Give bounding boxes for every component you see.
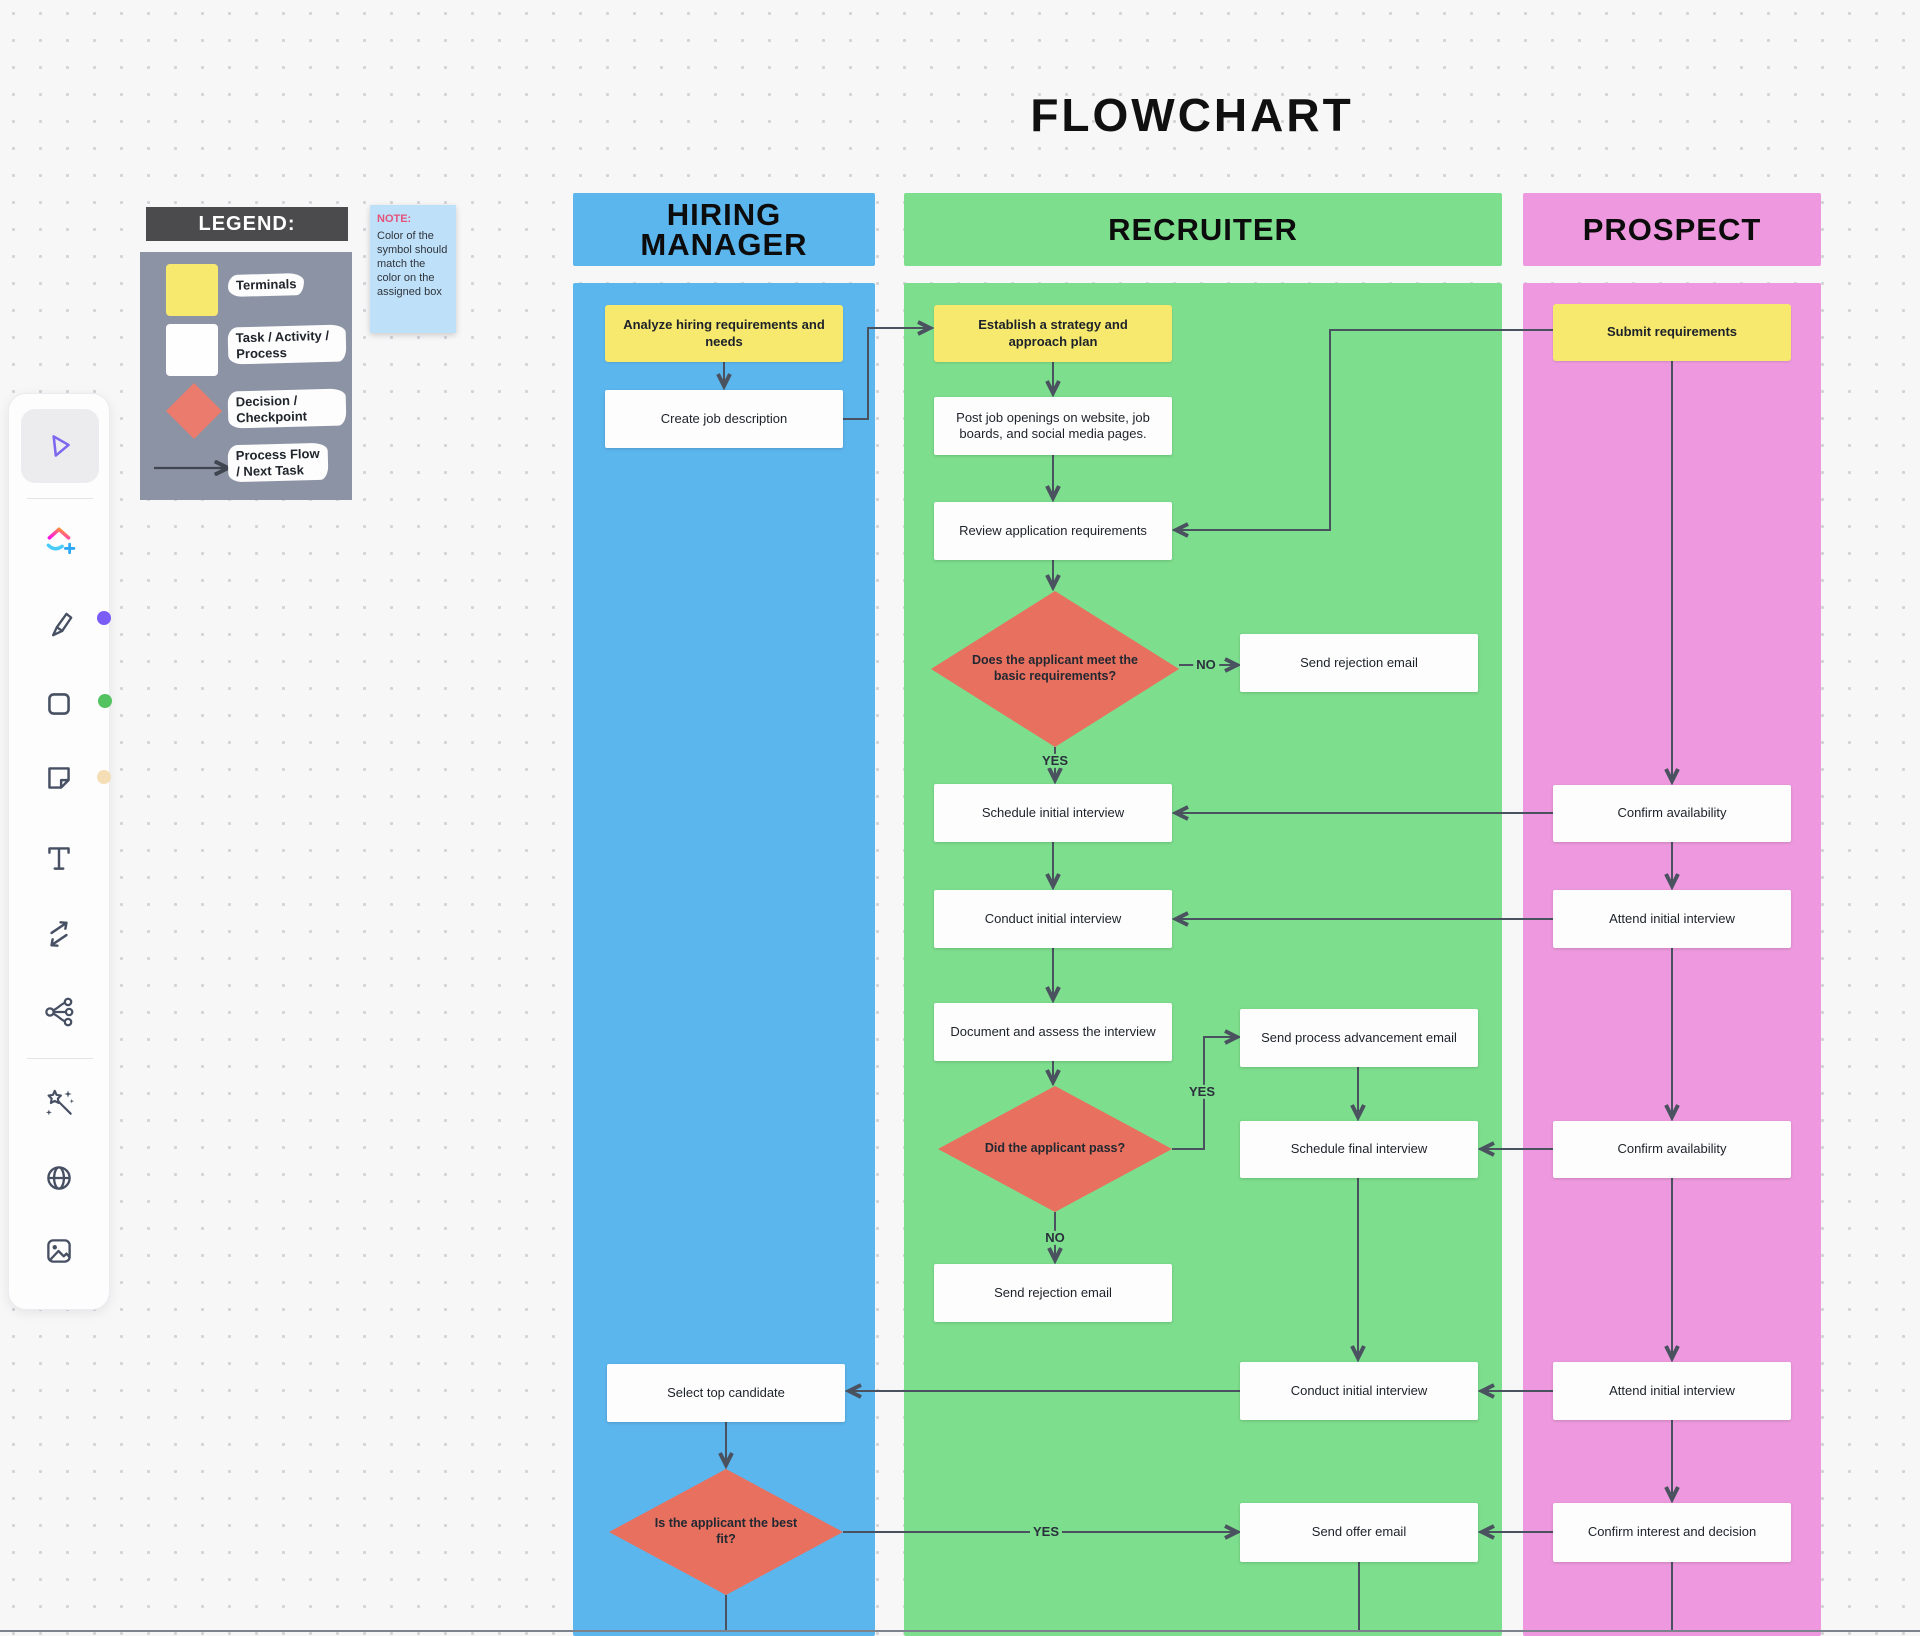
flow-node-schedule-final-interview[interactable]: Schedule final interview	[1240, 1121, 1478, 1178]
marker-color-dot[interactable]	[97, 611, 111, 625]
note-heading: NOTE:	[377, 213, 412, 225]
flow-node-meets-requirements-decision[interactable]: Does the applicant meet the basic requir…	[931, 591, 1179, 747]
edge-label-yes[interactable]: YES	[1038, 753, 1072, 769]
text-tool-icon[interactable]	[39, 838, 79, 878]
magic-wand-icon[interactable]	[39, 1082, 79, 1122]
flow-node-document-assess[interactable]: Document and assess the interview	[934, 1003, 1172, 1061]
lane-header-recruiter[interactable]: RECRUITER	[904, 193, 1502, 266]
node-label: Conduct initial interview	[1290, 1382, 1428, 1398]
legend-header[interactable]: LEGEND:	[146, 207, 348, 241]
edge-label-no[interactable]: NO	[1042, 1230, 1068, 1246]
marker-icon[interactable]	[39, 604, 79, 644]
flow-node-analyze-requirements[interactable]: Analyze hiring requirements and needs	[605, 305, 843, 362]
node-label: Confirm interest and decision	[1587, 1524, 1757, 1540]
sticky-color-dot[interactable]	[97, 770, 111, 784]
node-label: Document and assess the interview	[950, 1023, 1156, 1039]
flow-node-send-rejection-email-2[interactable]: Send rejection email	[934, 1264, 1172, 1322]
whiteboard-toolbar	[8, 393, 110, 1310]
legend-panel[interactable]: Terminals Task / Activity / Process Deci…	[140, 252, 352, 500]
edge-createjob-establish	[843, 328, 930, 420]
lane-header-label: PROSPECT	[1582, 211, 1762, 247]
legend-label-flow: Process Flow / Next Task	[227, 442, 329, 483]
mind-map-icon[interactable]	[39, 992, 79, 1032]
edge-submitreq-review	[1176, 329, 1553, 530]
edge-label-no[interactable]: NO	[1193, 657, 1219, 673]
flow-node-review-application[interactable]: Review application requirements	[934, 502, 1172, 560]
lane-header-prospect[interactable]: PROSPECT	[1523, 193, 1821, 266]
flow-node-send-rejection-email-1[interactable]: Send rejection email	[1240, 634, 1478, 692]
node-label: Send process advancement email	[1261, 1029, 1457, 1045]
flow-node-send-offer-email[interactable]: Send offer email	[1240, 1503, 1478, 1562]
clickup-ai-icon[interactable]	[39, 521, 79, 561]
lane-header-hiring-manager[interactable]: HIRING MANAGER	[573, 193, 875, 266]
flow-node-best-fit-decision[interactable]: Is the applicant the best fit?	[609, 1469, 843, 1595]
flow-node-create-job-description[interactable]: Create job description	[605, 390, 843, 448]
node-label: Select top candidate	[667, 1384, 785, 1400]
edge-label-yes[interactable]: YES	[1185, 1084, 1219, 1100]
node-label: Is the applicant the best fit?	[654, 1516, 798, 1546]
node-label: Send rejection email	[1300, 654, 1418, 670]
note-body: Color of the symbol should match the col…	[377, 230, 448, 299]
node-label: Review application requirements	[959, 522, 1147, 538]
flow-node-confirm-interest[interactable]: Confirm interest and decision	[1553, 1503, 1791, 1562]
node-label: Schedule final interview	[1290, 1141, 1428, 1157]
edge-label-yes[interactable]: YES	[1029, 1524, 1063, 1540]
flow-node-post-job-openings[interactable]: Post job openings on website, job boards…	[934, 397, 1172, 455]
legend-flow-arrow	[154, 460, 238, 476]
legend-decision-swatch	[166, 383, 222, 439]
node-label: Did the applicant pass?	[984, 1141, 1126, 1156]
node-label: Analyze hiring requirements and needs	[623, 317, 825, 349]
node-label: Establish a strategy and approach plan	[978, 317, 1128, 349]
lane-header-label: HIRING MANAGER	[640, 197, 808, 262]
sticky-note-icon[interactable]	[39, 758, 79, 798]
toolbar-divider	[27, 1058, 93, 1059]
node-label: Create job description	[660, 410, 788, 426]
flow-node-attend-initial-interview-1[interactable]: Attend initial interview	[1553, 890, 1791, 948]
connector-arrows-icon[interactable]	[39, 914, 79, 954]
image-icon[interactable]	[39, 1231, 79, 1271]
legend-label-process: Task / Activity / Process	[227, 324, 347, 365]
node-label: Does the applicant meet the basic requir…	[971, 653, 1138, 683]
flow-node-did-pass-decision[interactable]: Did the applicant pass?	[938, 1086, 1172, 1212]
canvas-bottom-edge	[0, 1630, 1920, 1632]
node-label: Attend initial interview	[1609, 910, 1735, 926]
select-cursor-icon[interactable]	[39, 426, 79, 466]
node-label: Schedule initial interview	[981, 804, 1125, 820]
flow-node-send-advancement-email[interactable]: Send process advancement email	[1240, 1009, 1478, 1067]
embed-globe-icon[interactable]	[39, 1158, 79, 1198]
node-label: Send rejection email	[994, 1284, 1112, 1300]
node-label: Confirm availability	[1617, 1141, 1727, 1157]
selected-tool-highlight	[21, 409, 99, 483]
shape-icon[interactable]	[39, 684, 79, 724]
flow-node-confirm-availability-2[interactable]: Confirm availability	[1553, 1121, 1791, 1178]
legend-terminal-swatch	[166, 264, 218, 316]
node-label: Attend initial interview	[1609, 1382, 1735, 1398]
note-sticky[interactable]: NOTE: Color of the symbol should match t…	[370, 205, 456, 333]
flow-node-conduct-final-interview[interactable]: Conduct initial interview	[1240, 1362, 1478, 1420]
node-label: Submit requirements	[1606, 324, 1738, 340]
node-label: Post job openings on website, job boards…	[956, 409, 1150, 441]
flow-node-confirm-availability-1[interactable]: Confirm availability	[1553, 785, 1791, 842]
flow-node-select-top-candidate[interactable]: Select top candidate	[607, 1364, 845, 1422]
legend-process-swatch	[166, 324, 218, 376]
legend-label-terminals: Terminals	[227, 273, 305, 297]
flow-node-submit-requirements[interactable]: Submit requirements	[1553, 304, 1791, 361]
node-label: Send offer email	[1311, 1524, 1407, 1540]
flow-node-conduct-initial-interview[interactable]: Conduct initial interview	[934, 890, 1172, 948]
flow-node-attend-initial-interview-2[interactable]: Attend initial interview	[1553, 1362, 1791, 1420]
shape-color-dot[interactable]	[98, 694, 112, 708]
flow-node-establish-strategy[interactable]: Establish a strategy and approach plan	[934, 305, 1172, 362]
flow-node-schedule-initial-interview[interactable]: Schedule initial interview	[934, 784, 1172, 842]
node-label: Conduct initial interview	[984, 910, 1122, 926]
legend-header-label: LEGEND:	[198, 212, 296, 235]
lane-header-label: RECRUITER	[1108, 211, 1298, 247]
legend-label-decision: Decision / Checkpoint	[227, 388, 347, 429]
node-label: Confirm availability	[1617, 805, 1727, 821]
toolbar-divider	[27, 498, 93, 499]
page-title[interactable]: FLOWCHART	[1030, 89, 1354, 141]
